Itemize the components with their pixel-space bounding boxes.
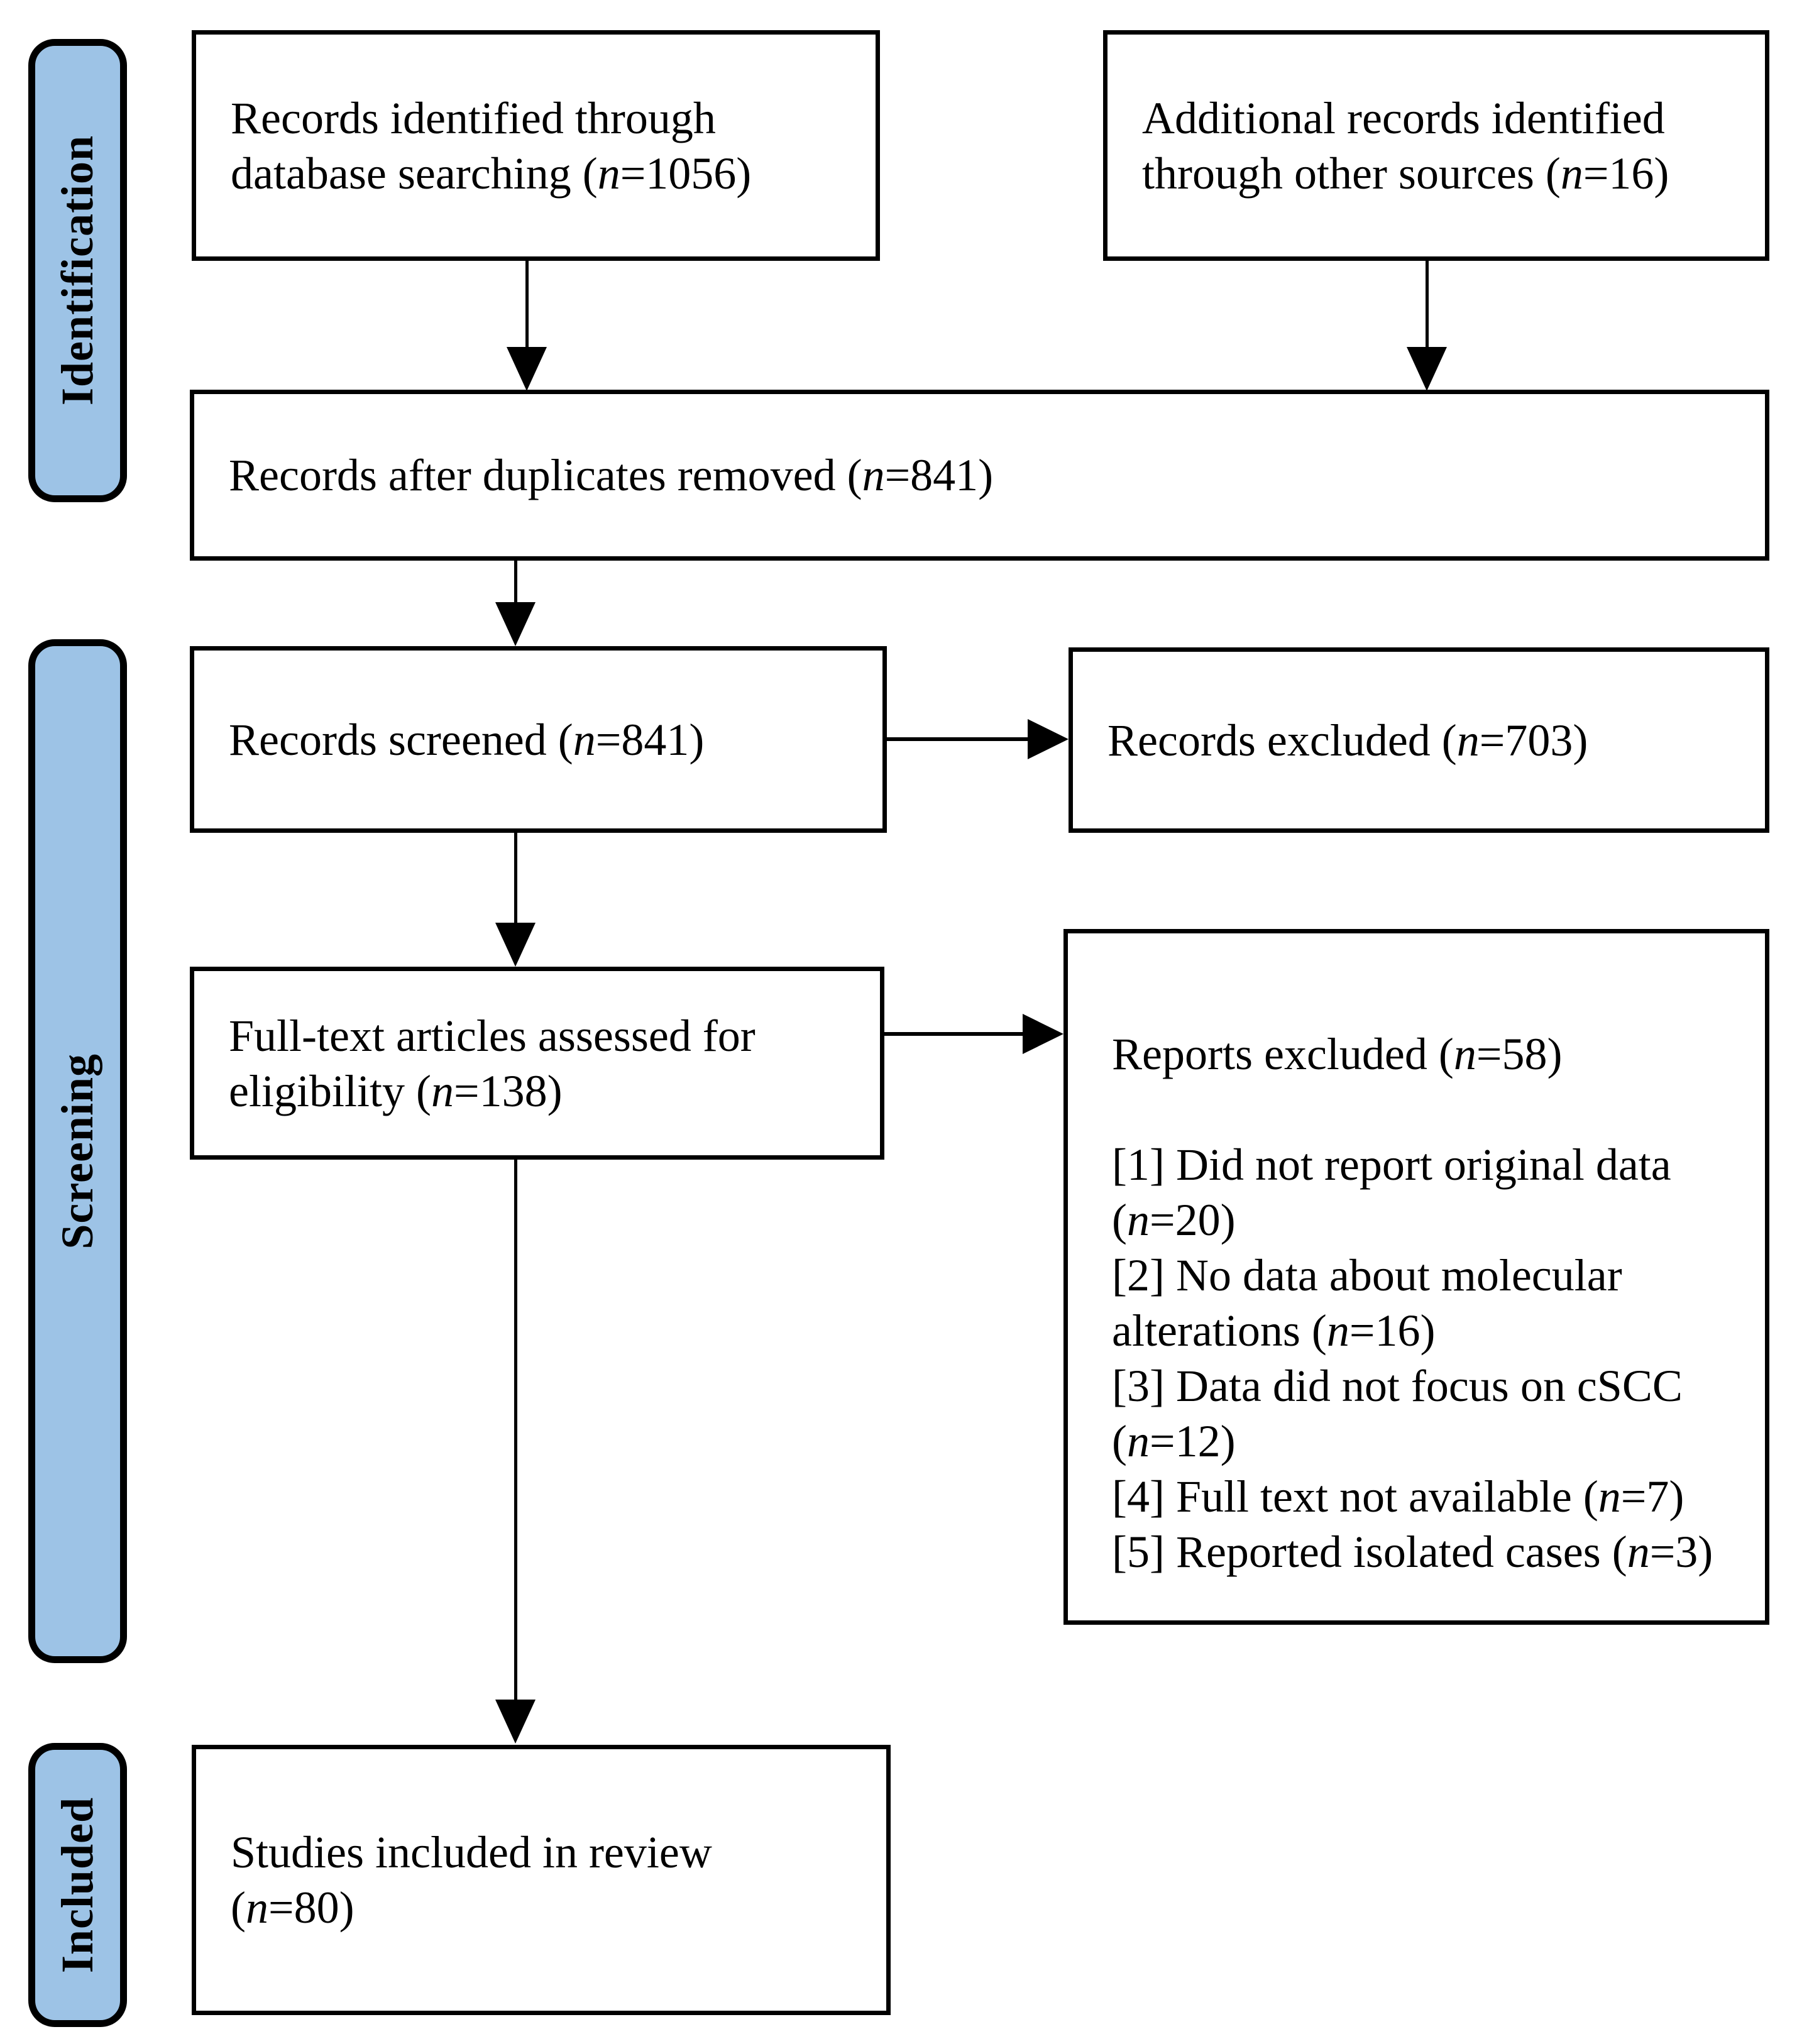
exclusion-reason-3: [3] Data did not focus on cSCC (n=12) bbox=[1112, 1361, 1683, 1466]
stage-label-screening: Screening bbox=[28, 639, 127, 1663]
box-additional-records-text: Additional records identified through ot… bbox=[1142, 92, 1669, 199]
stage-label-included-text: Included bbox=[52, 1796, 102, 1974]
blank-line-spacer bbox=[1112, 1082, 1746, 1137]
arrowhead-down-icon bbox=[495, 602, 536, 646]
box-records-screened-text: Records screened (n=841) bbox=[229, 714, 705, 765]
flow-arrow-identified-to-dedup bbox=[525, 261, 529, 349]
flow-arrow-screened-to-excluded bbox=[887, 737, 1029, 741]
arrowhead-right-icon bbox=[1023, 1014, 1063, 1054]
box-records-identified: Records identified through database sear… bbox=[192, 30, 880, 261]
box-records-screened: Records screened (n=841) bbox=[190, 646, 887, 833]
box-studies-included-text: Studies included in review (n=80) bbox=[231, 1827, 712, 1933]
stage-label-included: Included bbox=[28, 1743, 127, 2027]
stage-label-screening-text: Screening bbox=[52, 1053, 102, 1250]
arrowhead-down-icon bbox=[495, 1700, 536, 1744]
exclusion-reason-1: [1] Did not report original data (n=20) bbox=[1112, 1140, 1671, 1245]
box-fulltext-assessed: Full-text articles assessed for eligibil… bbox=[190, 967, 884, 1160]
box-reports-excluded: Reports excluded (n=58) [1] Did not repo… bbox=[1063, 929, 1769, 1625]
box-records-excluded: Records excluded (n=703) bbox=[1069, 647, 1769, 833]
exclusion-reason-5: [5] Reported isolated cases (n=3) bbox=[1112, 1527, 1713, 1577]
exclusion-reason-2: [2] No data about molecular alterations … bbox=[1112, 1250, 1622, 1356]
flow-arrow-additional-to-dedup bbox=[1426, 261, 1429, 349]
box-additional-records: Additional records identified through ot… bbox=[1103, 30, 1769, 261]
box-reports-excluded-title: Reports excluded (n=58) bbox=[1112, 1029, 1563, 1079]
arrowhead-down-icon bbox=[1407, 347, 1447, 391]
stage-label-identification-text: Identification bbox=[52, 135, 102, 406]
exclusion-reason-4: [4] Full text not available (n=7) bbox=[1112, 1471, 1684, 1522]
flow-arrow-fulltext-to-included bbox=[514, 1160, 517, 1701]
flow-arrow-screened-to-fulltext bbox=[514, 833, 517, 924]
stage-label-identification: Identification bbox=[28, 39, 127, 502]
arrowhead-right-icon bbox=[1028, 719, 1069, 759]
box-after-duplicates: Records after duplicates removed (n=841) bbox=[190, 390, 1769, 561]
arrowhead-down-icon bbox=[495, 923, 536, 967]
flow-arrow-fulltext-to-reports-excluded bbox=[884, 1032, 1024, 1036]
box-records-excluded-text: Records excluded (n=703) bbox=[1107, 715, 1588, 766]
box-after-duplicates-text: Records after duplicates removed (n=841) bbox=[229, 450, 994, 500]
box-records-identified-text: Records identified through database sear… bbox=[231, 92, 752, 199]
arrowhead-down-icon bbox=[507, 347, 547, 391]
box-studies-included: Studies included in review (n=80) bbox=[192, 1745, 891, 2015]
box-fulltext-assessed-text: Full-text articles assessed for eligibil… bbox=[229, 1010, 756, 1116]
flow-arrow-dedup-to-screened bbox=[514, 561, 517, 605]
